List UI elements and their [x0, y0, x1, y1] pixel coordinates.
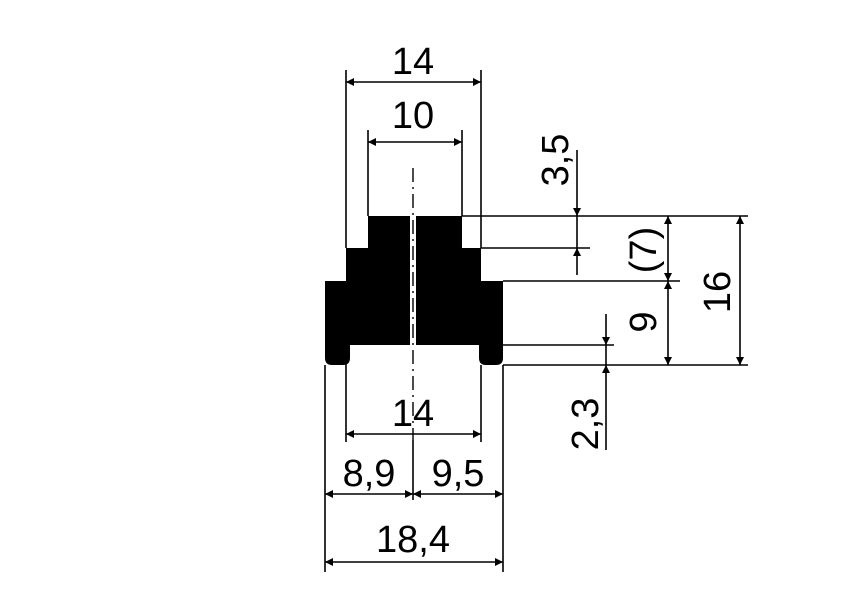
dim-3-5: 3,5	[535, 134, 581, 275]
profile-section	[325, 214, 503, 365]
dim-16: 16	[697, 216, 744, 365]
dim-label-7: (7)	[623, 227, 665, 273]
dim-top-14: 14	[345, 41, 482, 248]
dim-label-16: 16	[697, 271, 739, 313]
dim-2-3: 2,3	[565, 314, 610, 451]
dim-label-9: 9	[623, 311, 665, 332]
right-extension-lines	[462, 215, 748, 366]
dim-label-8-9: 8,9	[343, 453, 396, 495]
dim-18-4: 18,4	[325, 519, 503, 566]
dim-9: 9	[623, 281, 672, 365]
dim-label-10: 10	[392, 95, 434, 137]
dim-label-18-4: 18,4	[376, 519, 450, 561]
dim-top-10: 10	[367, 95, 463, 216]
dim-7: (7)	[623, 216, 672, 281]
dim-label-9-5: 9,5	[432, 453, 485, 495]
dim-bottom-14: 14	[345, 345, 482, 442]
dim-halves: 8,9 9,5	[324, 365, 504, 572]
dim-label-top-14: 14	[392, 41, 434, 83]
dim-label-2-3: 2,3	[565, 398, 607, 451]
dim-label-bottom-14: 14	[392, 393, 434, 435]
dim-label-3-5: 3,5	[535, 134, 577, 187]
